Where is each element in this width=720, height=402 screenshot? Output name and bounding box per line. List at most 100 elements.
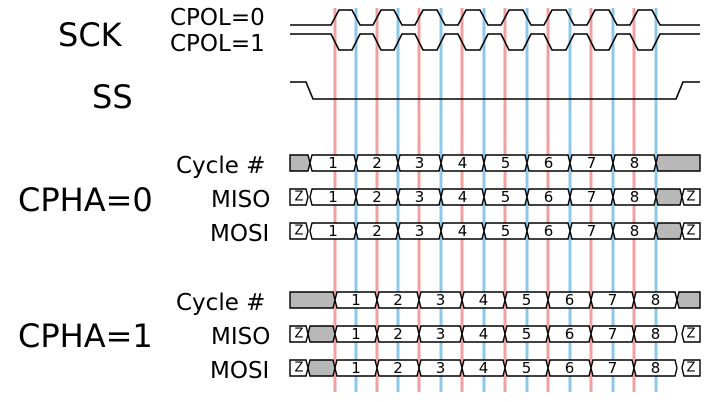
miso-label-cpha0: MISO xyxy=(211,187,270,213)
cpha1-miso-row-cycle-1-text: 1 xyxy=(351,325,361,343)
cpha0-mosi-row-z-start-text: Z xyxy=(295,224,304,239)
cpha1-miso-row-cycle-2 xyxy=(376,325,420,343)
cpha1-mosi-row-idle-start xyxy=(307,359,336,377)
cpha0-mosi-row-idle-end xyxy=(655,222,683,240)
cpha1-miso-row-cycle-7-text: 7 xyxy=(608,325,618,343)
cpha0-cycle-row-cycle-4-text: 4 xyxy=(458,154,468,172)
ss-waveform xyxy=(290,81,700,100)
cpha1-mosi-row-z-end-text: Z xyxy=(687,361,696,376)
cpha1-cycle-row-cycle-5 xyxy=(504,291,549,309)
cpha0-mosi-row-cycle-6 xyxy=(526,222,571,240)
cpha1-miso-row-cycle-3 xyxy=(418,325,463,343)
cpha1-miso-row-cycle-5 xyxy=(504,325,549,343)
cpha1-miso-row-cycle-6 xyxy=(547,325,592,343)
cpha1-miso-row-cycle-4 xyxy=(461,325,506,343)
cpha0-mosi-row-cycle-3 xyxy=(397,222,442,240)
cpha1-cycle-row-cycle-8 xyxy=(633,291,678,309)
cpha0-miso-row-cycle-2-text: 2 xyxy=(372,188,382,206)
cpha0-miso-row-cycle-5-text: 5 xyxy=(501,188,511,206)
cpha1-miso-row-cycle-2-text: 2 xyxy=(393,325,403,343)
cpha0-cycle-row-cycle-4 xyxy=(440,154,485,172)
cpha1-mosi-row-cycle-8-text: 8 xyxy=(651,359,661,377)
cpha0-miso-row-cycle-6 xyxy=(526,188,571,206)
cycle-label-cpha0: Cycle # xyxy=(176,153,265,179)
cpha0-cycle-row-cycle-5 xyxy=(483,154,528,172)
cpha1-cycle-row-cycle-8-text: 8 xyxy=(651,291,661,309)
cpha1-cycle-row-cycle-7 xyxy=(590,291,635,309)
cpha1-label: CPHA=1 xyxy=(18,317,153,355)
cpha0-cycle-row-cycle-2-text: 2 xyxy=(372,154,382,172)
cpha0-mosi-row-cycle-1 xyxy=(309,222,357,240)
miso-label-cpha1: MISO xyxy=(211,324,270,350)
cpha0-miso-row-cycle-7-text: 7 xyxy=(587,188,597,206)
cpha0-cycle-row-cycle-2 xyxy=(355,154,399,172)
cpha0-miso-row-cycle-1-text: 1 xyxy=(328,188,338,206)
cpha0-miso-row-cycle-3-text: 3 xyxy=(415,188,425,206)
cpha1-miso-row-idle-start xyxy=(307,325,336,343)
cpha0-mosi-row-cycle-6-text: 6 xyxy=(544,222,554,240)
cpha1-miso-row-cycle-6-text: 6 xyxy=(565,325,575,343)
cpha1-miso-row-cycle-7 xyxy=(590,325,635,343)
cpha1-cycle-row-cycle-1-text: 1 xyxy=(351,291,361,309)
cpha0-mosi-row-cycle-5 xyxy=(483,222,528,240)
cpha1-miso-row-cycle-4-text: 4 xyxy=(479,325,489,343)
cpha0-label: CPHA=0 xyxy=(18,181,153,219)
cpha1-cycle-row-cycle-1 xyxy=(334,291,378,309)
cpha1-cycle-row-cycle-6 xyxy=(547,291,592,309)
cpha1-mosi-row-cycle-6-text: 6 xyxy=(565,359,575,377)
cpha0-miso-row-cycle-8 xyxy=(612,188,657,206)
cpha1-mosi-row-cycle-5 xyxy=(504,359,549,377)
cpha0-mosi-row-cycle-4-text: 4 xyxy=(458,222,468,240)
cpha1-mosi-row-cycle-1 xyxy=(334,359,378,377)
cpha0-miso-row-cycle-3 xyxy=(397,188,442,206)
cpha1-miso-row-z-end xyxy=(681,325,701,343)
cpha0-cycle-row-cycle-3-text: 3 xyxy=(415,154,425,172)
cpha1-mosi-row-cycle-5-text: 5 xyxy=(522,359,532,377)
cpha0-miso-row-cycle-1 xyxy=(309,188,357,206)
cpha0-miso-row-z-end-text: Z xyxy=(687,190,696,205)
cpha1-cycle-row-cycle-5-text: 5 xyxy=(522,291,532,309)
cpha1-mosi-row-cycle-7 xyxy=(590,359,635,377)
cpha1-cycle-row-cycle-2-text: 2 xyxy=(393,291,403,309)
cpha1-mosi-row-z-end xyxy=(681,359,701,377)
cpha0-miso-row-cycle-4-text: 4 xyxy=(458,188,468,206)
cpha0-cycle-row-cycle-1 xyxy=(309,154,357,172)
cpha0-mosi-row-cycle-8-text: 8 xyxy=(630,222,640,240)
cpha1-mosi-row-cycle-2-text: 2 xyxy=(393,359,403,377)
cpha1-miso-row-z-end-text: Z xyxy=(687,327,696,342)
cpha1-miso-row-cycle-5-text: 5 xyxy=(522,325,532,343)
cpha1-miso-row-z-start xyxy=(289,325,309,343)
cpha1-cycle-row-cycle-4-text: 4 xyxy=(479,291,489,309)
cpha1-miso-row-z-start-text: Z xyxy=(295,327,304,342)
cpha1-mosi-row-cycle-4 xyxy=(461,359,506,377)
cpha0-mosi-row-cycle-7-text: 7 xyxy=(587,222,597,240)
cpha1-miso-row-cycle-1 xyxy=(334,325,378,343)
mosi-label-cpha0: MOSI xyxy=(210,221,269,247)
cpha0-mosi-row-cycle-8 xyxy=(612,222,657,240)
cpha0-cycle-row-cycle-7 xyxy=(569,154,614,172)
cpha0-cycle-row-cycle-8-text: 8 xyxy=(630,154,640,172)
cpha0-cycle-row-idle-start xyxy=(289,154,311,172)
cpha0-cycle-row-cycle-8 xyxy=(612,154,657,172)
cpha1-mosi-row-cycle-4-text: 4 xyxy=(479,359,489,377)
mosi-label-cpha1: MOSI xyxy=(210,358,269,384)
cpha1-cycle-row-cycle-2 xyxy=(376,291,420,309)
cpha0-mosi-row-cycle-4 xyxy=(440,222,485,240)
cpha1-cycle-row-cycle-4 xyxy=(461,291,506,309)
cpol1-label: CPOL=1 xyxy=(170,31,265,57)
cpha0-miso-row-z-end xyxy=(681,188,701,206)
cpha0-mosi-row-cycle-1-text: 1 xyxy=(328,222,338,240)
cpha0-cycle-row-cycle-5-text: 5 xyxy=(501,154,511,172)
cpha1-miso-row-cycle-8-text: 8 xyxy=(651,325,661,343)
cpha0-cycle-row-idle-end xyxy=(655,154,701,172)
cpha1-cycle-row-cycle-3-text: 3 xyxy=(436,291,446,309)
ss-label: SS xyxy=(92,78,133,116)
cpha1-mosi-row-cycle-6 xyxy=(547,359,592,377)
cpha0-cycle-row-cycle-1-text: 1 xyxy=(328,154,338,172)
cpha0-miso-row-cycle-8-text: 8 xyxy=(630,188,640,206)
cpha1-mosi-row-cycle-2 xyxy=(376,359,420,377)
cpha0-mosi-row-z-end-text: Z xyxy=(687,224,696,239)
